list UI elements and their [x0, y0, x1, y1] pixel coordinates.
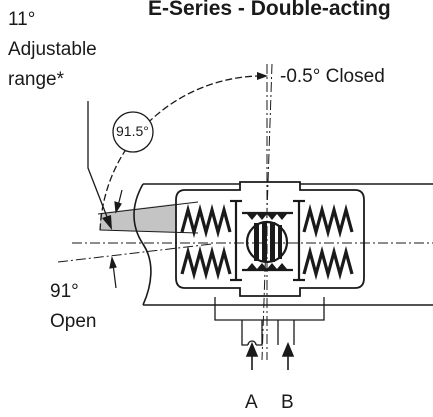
port-b-label: B	[281, 392, 294, 413]
left-upper-spring	[180, 203, 232, 239]
right-upper-spring	[302, 203, 354, 239]
closed-position-label: -0.5° Closed	[280, 66, 385, 87]
adjustable-range-wedge	[100, 201, 197, 233]
adjustable-range-label-line1: Adjustable	[8, 39, 97, 60]
sweep-arc	[99, 75, 263, 233]
max-angle-circle	[112, 111, 154, 153]
sweep-arc-arrowhead	[257, 72, 268, 80]
open-label: Open	[50, 311, 97, 332]
open-angle-arrows	[109, 189, 123, 289]
upper-rack	[247, 214, 287, 220]
port-arrows	[245, 341, 295, 370]
port-lines	[214, 297, 325, 346]
max-angle-label: 91.5°	[116, 123, 149, 139]
right-lower-spring	[302, 245, 354, 281]
adjustable-range-leader	[87, 101, 110, 223]
open-angle-value-label: 91°	[50, 281, 79, 302]
centerlines	[72, 63, 433, 361]
port-a-label: A	[245, 392, 258, 413]
range-bound-lines	[97, 201, 199, 234]
left-lower-spring	[180, 245, 232, 281]
adjustable-range-label-line2: range*	[8, 69, 64, 90]
adjustable-value-label: 11°	[8, 9, 36, 30]
open-reference-line	[57, 243, 213, 263]
header-title: E-Series - Double-acting	[148, 0, 391, 20]
adjustable-range-arrowhead	[102, 215, 112, 230]
lower-rack	[247, 263, 287, 269]
